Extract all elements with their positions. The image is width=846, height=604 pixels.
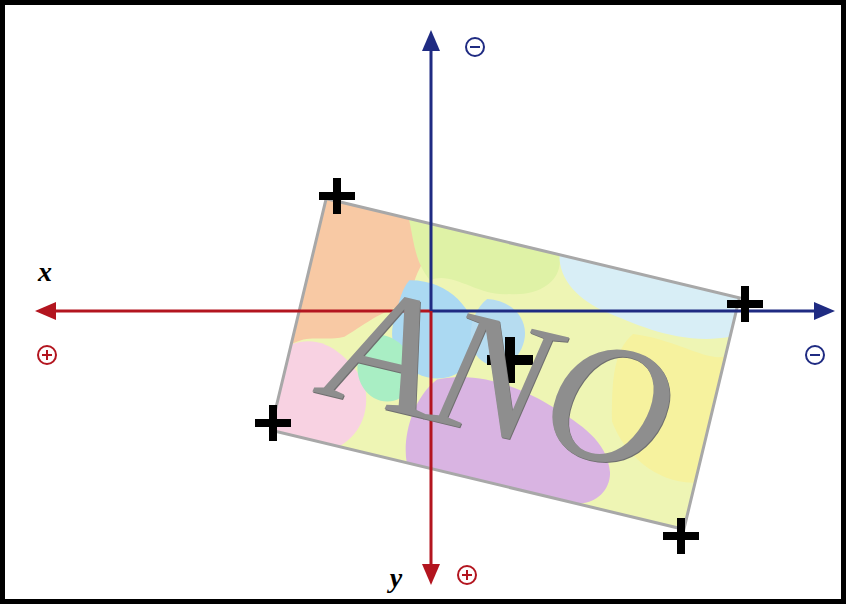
- axis-label: x: [38, 258, 52, 286]
- axis-label: y: [390, 564, 402, 592]
- card-text: ANO: [314, 254, 689, 502]
- card: ANO: [271, 199, 740, 530]
